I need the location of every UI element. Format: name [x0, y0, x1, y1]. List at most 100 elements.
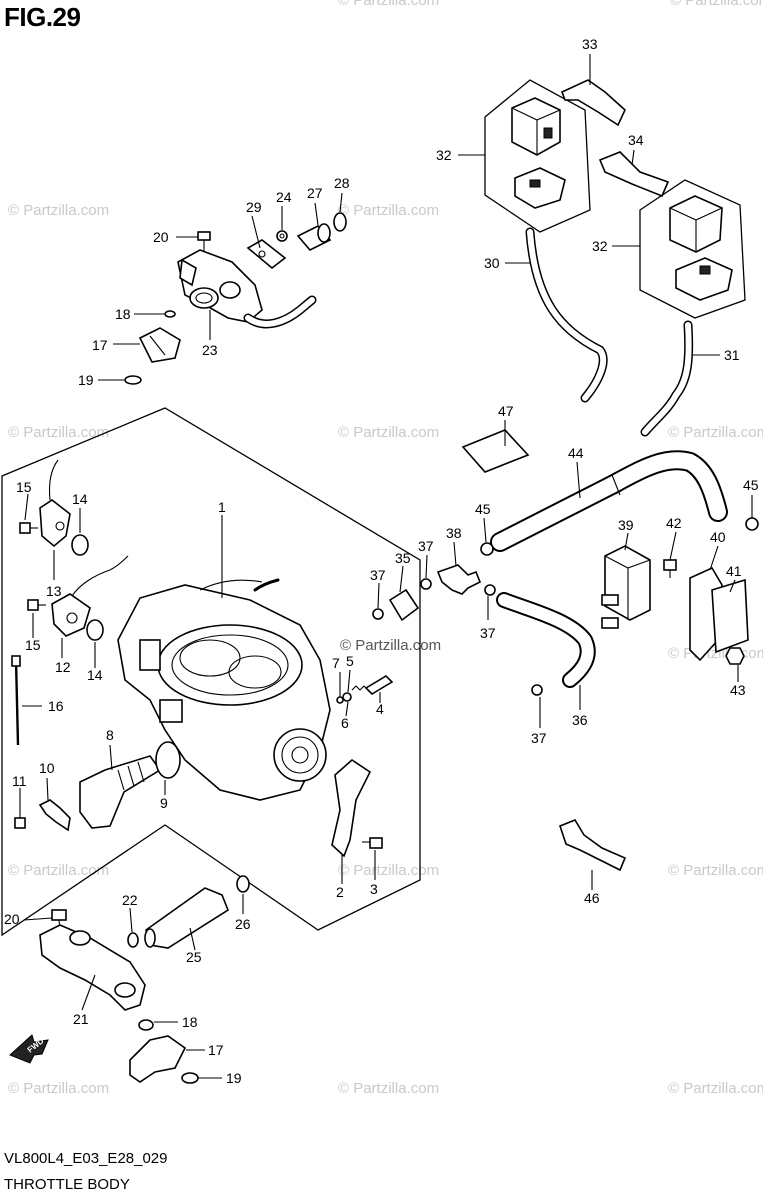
watermark: © Partzilla.com — [338, 0, 440, 9]
solenoid-valve-39[interactable] — [601, 545, 651, 629]
callout-3: 3 — [370, 881, 378, 897]
hose-31[interactable] — [640, 320, 694, 437]
bolt-42[interactable] — [663, 559, 677, 578]
bolt-20-top[interactable] — [197, 231, 211, 252]
screw-4[interactable] — [364, 674, 394, 696]
watermark: © Partzilla.com — [668, 424, 763, 441]
callout-8: 8 — [106, 727, 114, 743]
joint-25[interactable] — [144, 887, 229, 949]
joint-38[interactable] — [436, 564, 482, 595]
coupler-32-right[interactable] — [675, 257, 733, 301]
o-ring-19-lower[interactable] — [181, 1072, 199, 1084]
bracket-46[interactable] — [559, 819, 627, 872]
cushion-18-top[interactable] — [164, 310, 176, 318]
gasket-29[interactable] — [246, 239, 287, 270]
throttle-body-1[interactable] — [117, 578, 331, 801]
watermark: © Partzilla.com — [668, 862, 763, 879]
callout-36: 36 — [572, 712, 588, 728]
o-ring-9[interactable] — [155, 741, 181, 779]
joint-27[interactable] — [296, 223, 332, 251]
clip-37-c[interactable] — [484, 584, 496, 596]
callout-11: 11 — [12, 773, 27, 789]
callout-47: 47 — [498, 403, 514, 419]
callout-26: 26 — [235, 916, 251, 932]
callout-21: 21 — [73, 1011, 89, 1027]
lever-2[interactable] — [331, 758, 372, 858]
clamp-16[interactable] — [11, 655, 21, 746]
injector-17-lower[interactable] — [129, 1035, 187, 1083]
sensor-13[interactable] — [39, 459, 71, 548]
watermark: © Partzilla.com — [8, 862, 110, 879]
callout-2: 2 — [336, 884, 344, 900]
cushion-18-lower[interactable] — [138, 1019, 154, 1031]
clip-37-d[interactable] — [531, 684, 543, 696]
callout-30: 30 — [484, 255, 500, 271]
callout-31: 31 — [724, 347, 740, 363]
watermark: © Partzilla.com — [338, 1080, 440, 1097]
sensor-8[interactable] — [79, 755, 162, 829]
injector-17-top[interactable] — [138, 327, 181, 363]
callout-23: 23 — [202, 342, 218, 358]
washer-24[interactable] — [276, 230, 288, 242]
ring-7[interactable] — [336, 696, 344, 704]
spring-5[interactable] — [351, 685, 369, 691]
o-ring-22[interactable] — [127, 932, 139, 948]
o-ring-14-lower[interactable] — [86, 619, 104, 641]
label-47[interactable] — [461, 429, 530, 473]
callout-37: 37 — [531, 730, 547, 746]
clip-37-a[interactable] — [372, 608, 384, 620]
coupler-32-left[interactable] — [514, 167, 566, 209]
callout-9: 9 — [160, 795, 168, 811]
callout-16: 16 — [48, 698, 64, 714]
o-ring-19-top[interactable] — [124, 375, 142, 385]
o-ring-14-upper[interactable] — [71, 534, 89, 556]
figure-name: THROTTLE BODY — [4, 1176, 130, 1193]
parts-diagram: FWD — [1, 36, 759, 1086]
leader-lines — [19, 54, 753, 1079]
relay-32-right[interactable] — [669, 195, 723, 253]
relay-32-left[interactable] — [511, 97, 561, 156]
hose-44[interactable] — [490, 450, 728, 552]
callout-37: 37 — [370, 567, 386, 583]
bolt-15-upper[interactable] — [19, 522, 38, 534]
o-ring-28[interactable] — [333, 212, 347, 232]
figure-code: VL800L4_E03_E28_029 — [4, 1150, 168, 1167]
delivery-pipe-21[interactable] — [39, 924, 146, 1011]
hose-35[interactable] — [388, 588, 420, 622]
fwd-arrow: FWD — [9, 1034, 49, 1064]
callout-28: 28 — [334, 175, 350, 191]
nut-43[interactable] — [725, 647, 745, 665]
screw-3[interactable] — [362, 837, 383, 849]
bolt-11[interactable] — [14, 808, 26, 829]
relay-group-frame-left — [484, 79, 591, 233]
callout-27: 27 — [307, 185, 323, 201]
hose-30[interactable] — [525, 227, 608, 403]
washer-6[interactable] — [342, 692, 352, 702]
callout-33: 33 — [582, 36, 598, 52]
callout-15: 15 — [25, 637, 41, 653]
callout-44: 44 — [568, 445, 584, 461]
bracket-34[interactable] — [598, 151, 670, 198]
callout-15: 15 — [16, 479, 32, 495]
injector-holder-assembly[interactable] — [177, 249, 317, 329]
clamp-45-left[interactable] — [480, 542, 494, 556]
callout-17: 17 — [92, 337, 108, 353]
callout-20: 20 — [153, 229, 169, 245]
callout-45: 45 — [743, 477, 759, 493]
figure-title: FIG.29 — [4, 2, 81, 32]
callout-37: 37 — [480, 625, 496, 641]
callout-42: 42 — [666, 515, 682, 531]
callout-29: 29 — [246, 199, 262, 215]
watermark: © Partzilla.com — [338, 202, 440, 219]
callout-39: 39 — [618, 517, 634, 533]
hose-36[interactable] — [496, 592, 596, 688]
callout-numbers: 20 29 24 27 28 18 17 19 23 33 32 34 32 3… — [4, 36, 759, 1086]
bracket-33[interactable] — [560, 79, 626, 127]
callout-19: 19 — [226, 1070, 242, 1086]
sensor-12[interactable] — [51, 555, 129, 637]
bracket-10[interactable] — [38, 799, 71, 832]
clip-37-b[interactable] — [420, 578, 432, 590]
o-ring-26[interactable] — [236, 875, 250, 893]
bolt-15-lower[interactable] — [27, 599, 46, 611]
clamp-45-right[interactable] — [745, 517, 759, 531]
